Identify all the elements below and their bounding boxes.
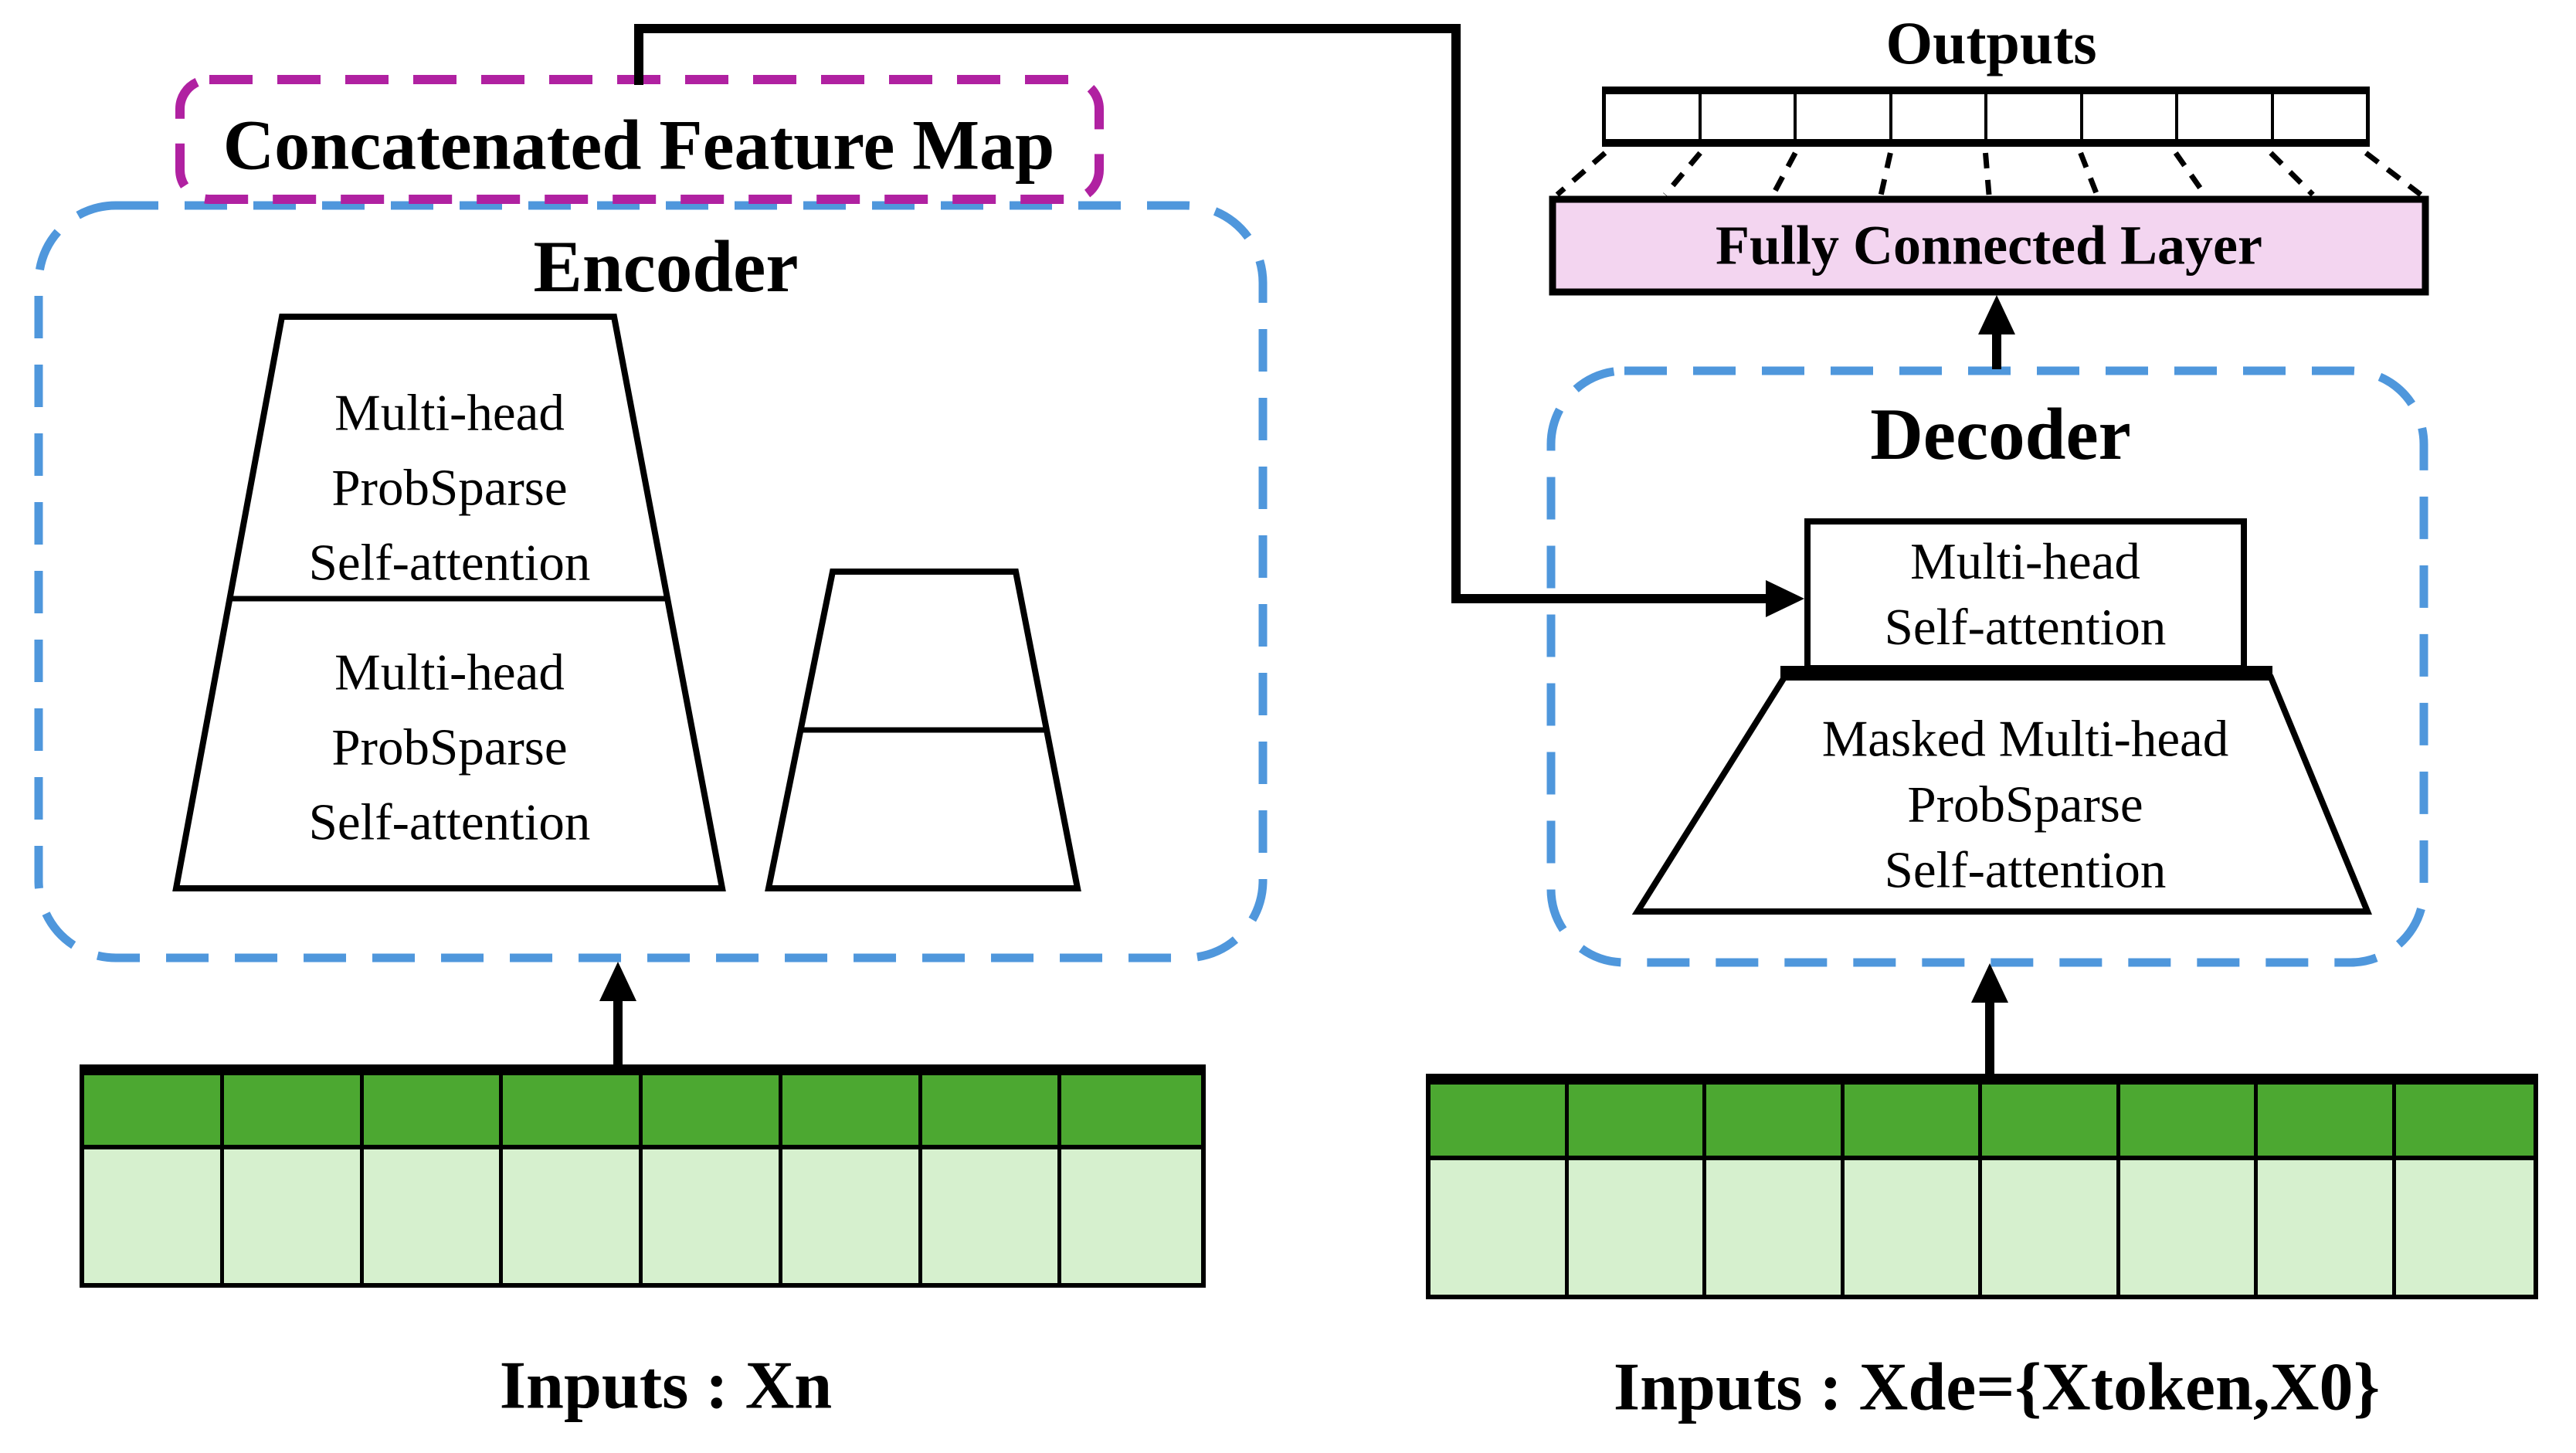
decoder-msa-box [1804, 518, 2247, 671]
fan-dashed-line [1878, 152, 1893, 195]
decoder-inputs-label: Inputs : Xde={Xtoken,X0} [1613, 1349, 2381, 1425]
light-input-cell [223, 1149, 364, 1283]
dark-input-cell [921, 1075, 1062, 1149]
decoder-title: Decoder [1870, 392, 2131, 475]
dark-input-cell [1431, 1085, 1569, 1160]
light-input-cell [2395, 1160, 2534, 1295]
fan-dashed-line [2269, 151, 2315, 197]
fully-connected-layer-box [1549, 195, 2429, 296]
text-line: Multi-head [334, 643, 565, 701]
dark-input-cell [1844, 1085, 1982, 1160]
output-cell [2079, 94, 2175, 139]
fan-dashed-line [1555, 151, 1607, 197]
fan-dashed-line [1770, 151, 1798, 196]
dark-input-cell [1061, 1075, 1201, 1149]
light-input-cell [1061, 1149, 1201, 1283]
light-input-cell [1844, 1160, 1982, 1295]
dark-input-cell [363, 1075, 504, 1149]
light-input-cell [2120, 1160, 2258, 1295]
fan-dashed-line [1983, 152, 1992, 195]
fan-dashed-line [2078, 151, 2100, 196]
output-cell [1794, 94, 1889, 139]
decoder-dashed-box [1546, 366, 2428, 967]
dark-input-cell [2120, 1085, 2258, 1160]
light-input-cell [1431, 1160, 1569, 1295]
text-line: Self-attention [1884, 841, 2167, 899]
dark-input-cell [1982, 1085, 2120, 1160]
dark-input-cell [643, 1075, 782, 1149]
fan-dashed-line [2173, 151, 2208, 197]
encoder-inputs-label: Inputs : Xn [499, 1348, 833, 1424]
dark-input-cell [2258, 1085, 2396, 1160]
encoder-title: Encoder [533, 225, 799, 307]
light-input-cell [84, 1149, 224, 1283]
fan-lines [1555, 151, 2423, 197]
decoder-input-arrow-head [1971, 963, 2008, 1003]
output-cell [1889, 94, 1984, 139]
dark-input-cell [503, 1075, 643, 1149]
text-line: ProbSparse [1907, 776, 2143, 833]
output-cell [1606, 94, 1699, 139]
text-line: Masked Multi-head [1821, 710, 2229, 768]
light-input-cell [503, 1149, 643, 1283]
fully-connected-layer-label: Fully Connected Layer [1716, 214, 2262, 277]
output-cell [2270, 94, 2366, 139]
decoder-msa-box-bottom-bar [1780, 666, 2272, 680]
fc-arrow-head [1978, 295, 2015, 334]
encoder-trapezoid-large [172, 314, 726, 891]
fan-dashed-line [1663, 151, 1702, 197]
output-cell [1984, 94, 2080, 139]
text-line: Self-attention [1884, 599, 2167, 656]
text-line: ProbSparse [331, 459, 568, 517]
light-input-cell [2258, 1160, 2396, 1295]
text-line: ProbSparse [331, 718, 568, 776]
feature-map-label: Concatenated Feature Map [222, 105, 1055, 185]
light-input-cell [921, 1149, 1062, 1283]
light-input-cell [1706, 1160, 1845, 1295]
light-input-cell [1568, 1160, 1706, 1295]
dark-input-cell [1706, 1085, 1845, 1160]
text-line: Multi-head [1910, 533, 2140, 590]
output-cell [2175, 94, 2271, 139]
output-cell [1698, 94, 1794, 139]
dark-input-cell [84, 1075, 224, 1149]
light-input-cell [782, 1149, 922, 1283]
text-line: Self-attention [308, 534, 591, 592]
encoder-input-grid [80, 1064, 1206, 1288]
dark-input-cell [782, 1075, 922, 1149]
encoder-dashed-box [34, 201, 1268, 962]
fan-dashed-line [2364, 151, 2423, 197]
dark-input-cell [2395, 1085, 2534, 1160]
text-line: Multi-head [334, 384, 565, 442]
connector-arrow-head [1766, 580, 1804, 617]
text-line: Self-attention [308, 793, 591, 851]
feature-map-to-decoder-connector [634, 24, 1770, 603]
outputs-cell-row [1602, 87, 2370, 147]
encoder-input-arrow-head [599, 962, 636, 1001]
dark-input-cell [1568, 1085, 1706, 1160]
light-input-cell [643, 1149, 782, 1283]
dark-input-cell [223, 1075, 364, 1149]
light-input-cell [1982, 1160, 2120, 1295]
light-input-cell [363, 1149, 504, 1283]
outputs-title: Outputs [1885, 9, 2097, 77]
decoder-input-grid [1426, 1074, 2538, 1299]
